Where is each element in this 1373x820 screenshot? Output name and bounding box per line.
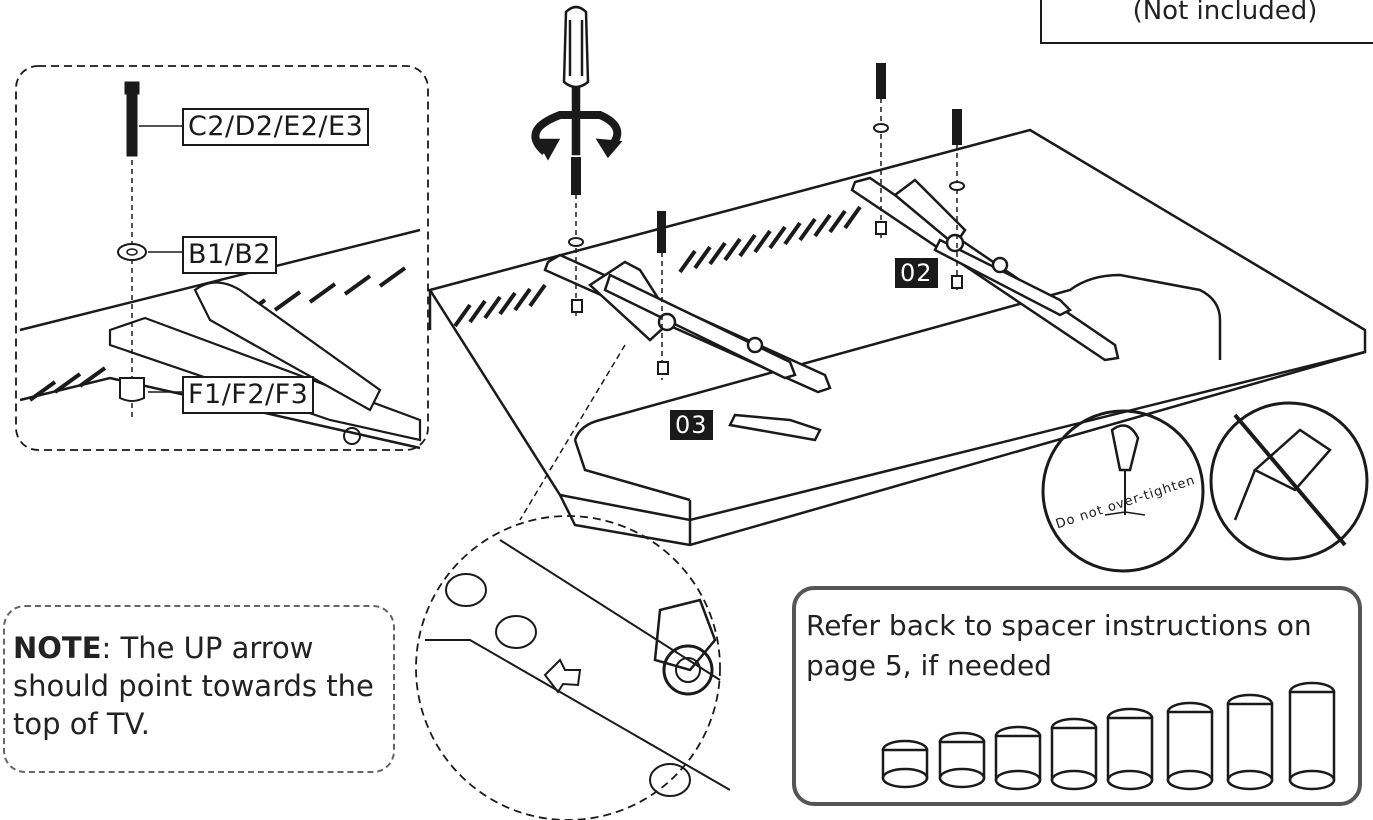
overtighten-warning-icons	[1041, 401, 1369, 573]
bracket-02	[850, 176, 1120, 362]
spacer-reference-text: Refer back to spacer instructions on pag…	[806, 609, 1312, 682]
washers	[568, 123, 965, 375]
screwdriver-icon	[531, 5, 623, 161]
tool-note-box: (Not included)	[1040, 0, 1373, 44]
screw-part-label: C2/D2/E2/E3	[182, 108, 370, 146]
tool-note-text: (Not included)	[1132, 0, 1318, 26]
vent-slots	[453, 205, 862, 328]
note-box: NOTE: The UP arrow should point towards …	[3, 605, 395, 773]
bracket-03	[543, 253, 832, 442]
tv-back-panel	[428, 128, 1367, 547]
step-badge-02: 02	[895, 258, 938, 288]
spacer-reference-box: Refer back to spacer instructions on pag…	[792, 586, 1362, 806]
note-title: NOTE	[13, 631, 102, 665]
washer-part-label: B1/B2	[182, 236, 277, 274]
step-badge-03: 03	[670, 410, 713, 440]
spacer-part-label: F1/F2/F3	[182, 376, 315, 414]
guide-lines	[575, 98, 958, 380]
spacers-illustration	[881, 681, 1336, 791]
note-body: : The UP arrow should point towards the …	[13, 631, 374, 741]
zoom-circle	[415, 344, 731, 820]
